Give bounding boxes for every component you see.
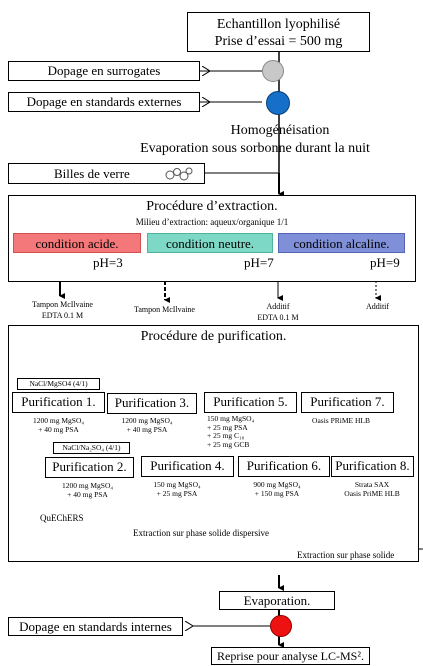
internal-standards-label: Dopage en standards internes (19, 619, 172, 634)
neutral-label: condition neutre. (165, 236, 255, 251)
p6-name: Purification 6. (246, 458, 322, 473)
homog-line1: Homogénéisation (230, 123, 330, 138)
alkaline-condition: condition alcaline. (278, 233, 405, 253)
neutral-condition: condition neutre. (147, 233, 273, 253)
glass-beads-label: Billes de verre (54, 166, 130, 181)
p8-d1: Strata SAX (354, 480, 390, 489)
p4-box: Purification 4. (141, 456, 234, 477)
p5-d2: + 25 mg PSA (207, 422, 248, 432)
extraction-title: Procédure d’extraction. (146, 199, 278, 214)
sample-line2: Prise d’essai = 500 mg (214, 34, 343, 49)
p3-d1: 1200 mg MgSO₄ (121, 416, 173, 425)
sample-line1: Echantillon lyophilisé (216, 17, 341, 32)
output-3-line1: Additif (266, 302, 290, 311)
p6-d2: + 150 mg PSA (254, 489, 300, 498)
surrogates-marker (262, 60, 284, 82)
p2-pre-label: NaCl/Na₂SO₄ (4/1) (62, 443, 121, 452)
external-standards-label: Dopage en standards externes (26, 94, 182, 109)
output-2-line1: Tampon McIlvaine (134, 305, 195, 314)
evaporation-box: Evaporation. (219, 591, 335, 610)
external-standards-marker (266, 91, 290, 115)
homog-line2: Evaporation sous sorbonne durant la nuit (140, 141, 370, 156)
p4-name: Purification 4. (150, 458, 225, 473)
p3-details: 1200 mg MgSO₄ + 40 mg PSA (107, 416, 187, 434)
p2-name: Purification 2. (52, 459, 127, 474)
evaporation-label: Evaporation. (243, 593, 311, 608)
neutral-ph: pH=7 (244, 255, 274, 270)
final-box: Reprise pour analyse LC-MS². (211, 647, 370, 665)
spe-label: Extraction sur phase solide (297, 550, 395, 560)
p3-box: Purification 3. (107, 393, 197, 414)
p7-details: Oasis PRiME HLB (296, 416, 386, 425)
p1-details: 1200 mg MgSO₄ + 40 mg PSA (12, 416, 105, 434)
p1-name: Purification 1. (21, 394, 96, 409)
final-label: Reprise pour analyse LC-MS². (217, 649, 364, 663)
sample-box: Echantillon lyophilisé Prise d’essai = 5… (187, 12, 370, 52)
p5-d3: + 25 mg C₁₈ (207, 431, 245, 440)
output-2: Tampon McIlvaine (122, 304, 207, 315)
p5-d1: 150 mg MgSO₄ (207, 414, 255, 423)
output-3: Additif EDTA 0.1 M (238, 301, 318, 323)
surrogates-arrow-icon (202, 66, 210, 76)
p3-name: Purification 3. (114, 395, 190, 410)
p8-details: Strata SAX Oasis PriME HLB (327, 480, 417, 498)
p8-name: Purification 8. (335, 458, 410, 473)
glass-beads-box: Billes de verre (8, 163, 205, 184)
p4-d2: + 25 mg PSA (156, 489, 198, 498)
p2-box: Purification 2. (45, 457, 134, 478)
acid-ph: pH=3 (93, 255, 123, 270)
p4-d1: 150 mg MgSO₄ (153, 480, 201, 489)
p3-d2: + 40 mg PSA (126, 425, 168, 434)
p5-details: 150 mg MgSO₄ + 25 mg PSA + 25 mg C₁₈ + 2… (207, 414, 255, 449)
purification-title: Procédure de purification. (140, 329, 287, 344)
p5-box: Purification 5. (204, 392, 297, 413)
internal-standards-box: Dopage en standards internes (8, 617, 183, 636)
output-4: Additif (350, 301, 405, 312)
p7-box: Purification 7. (301, 392, 394, 413)
p6-d1: 900 mg MgSO₄ (253, 480, 301, 489)
acid-condition: condition acide. (13, 233, 141, 253)
alkaline-ph: pH=9 (370, 255, 400, 270)
p2-d1: 1200 mg MgSO₄ (62, 481, 113, 490)
p7-d1: Oasis PRiME HLB (312, 416, 370, 425)
p4-details: 150 mg MgSO₄ + 25 mg PSA (137, 480, 217, 498)
output-4-line1: Additif (365, 302, 390, 311)
output-1-line1: Tampon McIlvaine (32, 300, 93, 309)
acid-label: condition acide. (35, 236, 119, 251)
p6-box: Purification 6. (238, 456, 330, 477)
p1-pre: NaCl/MgSO4 (4/1) (17, 378, 100, 390)
p2-d2: + 40 mg PSA (67, 490, 108, 499)
p6-details: 900 mg MgSO₄ + 150 mg PSA (232, 480, 322, 498)
p1-d1: 1200 mg MgSO₄ (33, 416, 84, 425)
p1-box: Purification 1. (12, 392, 105, 413)
alkaline-label: condition alcaline. (293, 236, 390, 251)
extraction-medium: Milieu d’extraction: aqueux/organique 1/… (135, 217, 289, 227)
quechers-label: QuEChERS (40, 513, 84, 523)
surrogates-box: Dopage en surrogates (8, 61, 200, 81)
p7-name: Purification 7. (310, 394, 385, 409)
surrogates-label: Dopage en surrogates (47, 63, 161, 78)
p5-name: Purification 5. (213, 394, 288, 409)
output-3-line2: EDTA 0.1 M (257, 313, 299, 322)
external-standards-box: Dopage en standards externes (8, 92, 200, 112)
p2-details: 1200 mg MgSO₄ + 40 mg PSA (41, 481, 134, 499)
p1-pre-label: NaCl/MgSO4 (4/1) (29, 379, 88, 388)
external-standards-arrow-icon (202, 97, 210, 107)
p8-box: Purification 8. (331, 456, 414, 477)
p5-d4: + 25 mg GCB (207, 439, 250, 449)
dspe-label: Extraction sur phase solide dispersive (133, 528, 269, 538)
p8-d2: Oasis PriME HLB (344, 489, 400, 498)
p2-pre: NaCl/Na₂SO₄ (4/1) (53, 442, 130, 454)
p1-d2: + 40 mg PSA (38, 425, 79, 434)
internal-standards-marker (270, 615, 292, 637)
output-1-line2: EDTA 0.1 M (41, 311, 84, 320)
glass-beads-icon (165, 167, 193, 181)
output-1: Tampon McIlvaine EDTA 0.1 M (20, 299, 105, 321)
internal-standards-arrow-icon (185, 621, 193, 631)
